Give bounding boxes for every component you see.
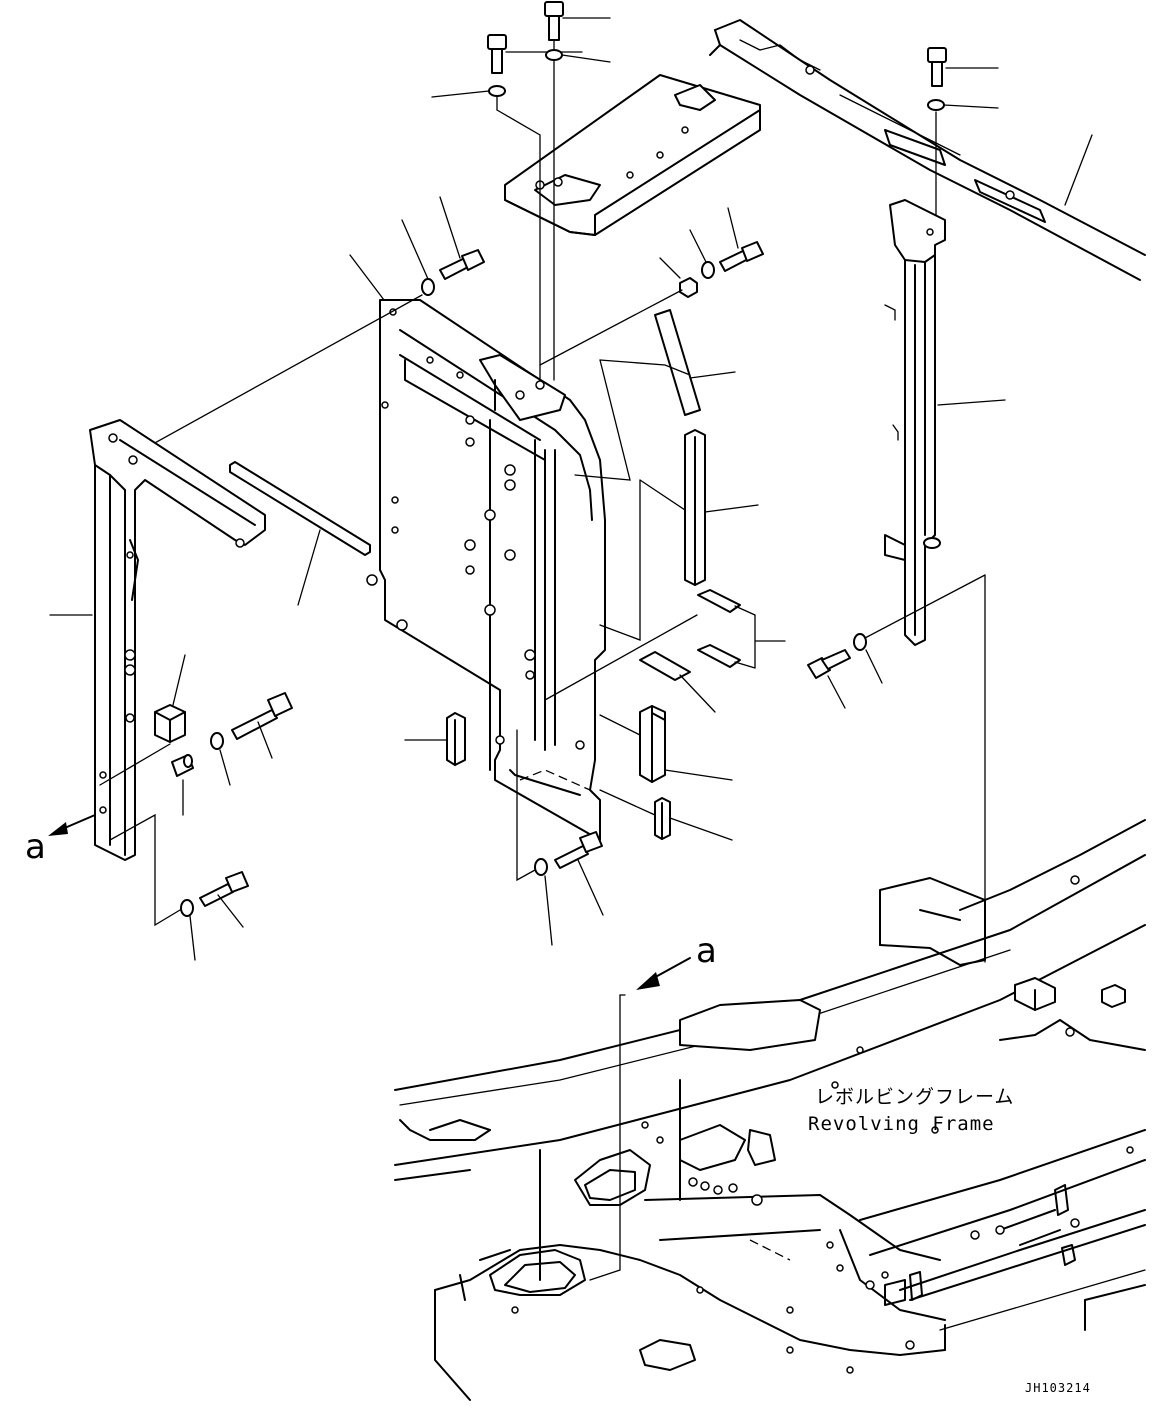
washer-center-low <box>534 858 553 946</box>
pad-top <box>697 589 756 616</box>
revolving-frame-label-jp: レボルビングフレーム <box>815 1086 1014 1108</box>
bolt-center-left <box>439 196 485 280</box>
cab-upper-rail <box>709 19 1146 281</box>
pad-bottom <box>697 644 756 669</box>
center-side-panel <box>349 254 606 841</box>
top-mount-plate <box>504 74 761 236</box>
view-marker-left-label: a <box>25 827 46 867</box>
revolving-frame <box>394 819 1146 1401</box>
left-frame <box>49 419 266 861</box>
washer-top-right <box>927 99 999 111</box>
bolt-center-right <box>719 207 764 272</box>
spacer-block-small <box>654 797 733 841</box>
spacer-block-large <box>639 705 733 783</box>
bolt-right-mid <box>807 649 851 709</box>
spacer-block-left <box>404 712 466 766</box>
view-arrow-left: a <box>25 814 96 867</box>
seal-strip-long <box>229 461 371 606</box>
bolt-top-right <box>927 47 999 87</box>
revolving-frame-label-en: Revolving Frame <box>808 1113 995 1135</box>
seal-strip-middle <box>684 429 759 586</box>
washer-center-left <box>401 219 435 296</box>
view-arrow-right: a <box>589 931 717 1281</box>
bolt-left-long <box>231 692 293 759</box>
bolt-top-left <box>487 34 583 74</box>
bolt-left-low <box>199 871 249 928</box>
washer-left-low <box>180 899 196 961</box>
bolt-center-low <box>554 831 604 916</box>
washer-right-mid <box>853 633 883 684</box>
view-marker-right-label: a <box>696 931 717 971</box>
nut-center-right <box>659 257 698 298</box>
right-post <box>884 199 1006 646</box>
washer-top-center <box>545 49 611 63</box>
seal-strip-upper <box>654 309 736 416</box>
collar <box>171 754 194 816</box>
washer-top-left <box>431 85 506 98</box>
pad-lower <box>639 651 716 713</box>
washer-center-right <box>689 229 715 279</box>
washer-left-mid <box>210 732 231 786</box>
drawing-number: JH103214 <box>1025 1381 1091 1395</box>
cushion-block <box>154 654 186 743</box>
bolt-top-center <box>544 1 611 41</box>
